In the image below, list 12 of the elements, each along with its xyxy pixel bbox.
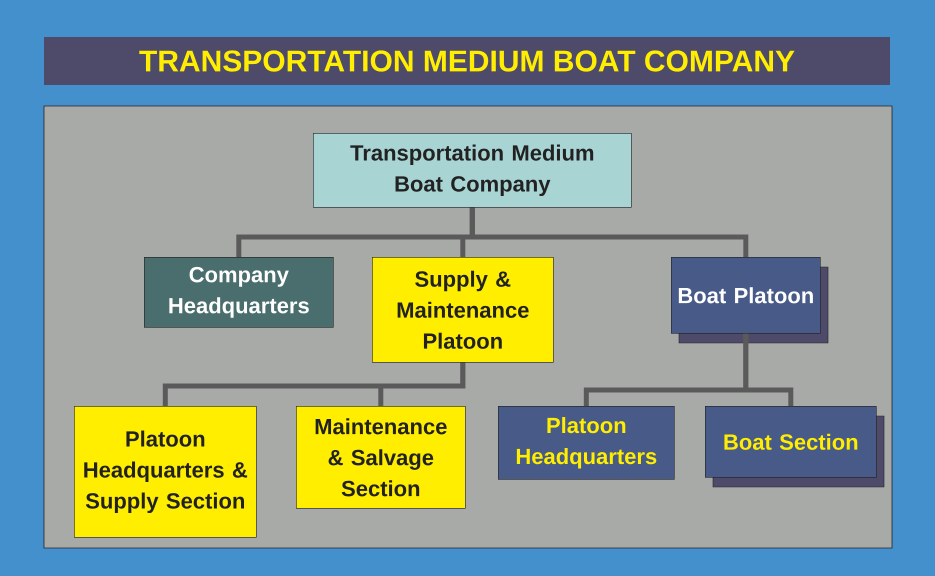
org-box: Platoon Headquarters	[498, 406, 675, 480]
connector-line	[378, 362, 466, 406]
org-box: Platoon Headquarters & Supply Section	[74, 406, 257, 538]
org-box: Maintenance & Salvage Section	[296, 406, 466, 509]
org-box: Supply & Maintenance Platoon	[372, 257, 554, 363]
org-box: Boat Platoon	[671, 257, 828, 344]
org-box: Company Headquarters	[144, 257, 334, 328]
title-banner: TRANSPORTATION MEDIUM BOAT COMPANY	[44, 37, 890, 85]
org-box: Boat Section	[705, 406, 884, 488]
connector-line	[743, 334, 794, 406]
org-box: Transportation Medium Boat Company	[313, 133, 632, 208]
connector-line	[470, 208, 748, 257]
